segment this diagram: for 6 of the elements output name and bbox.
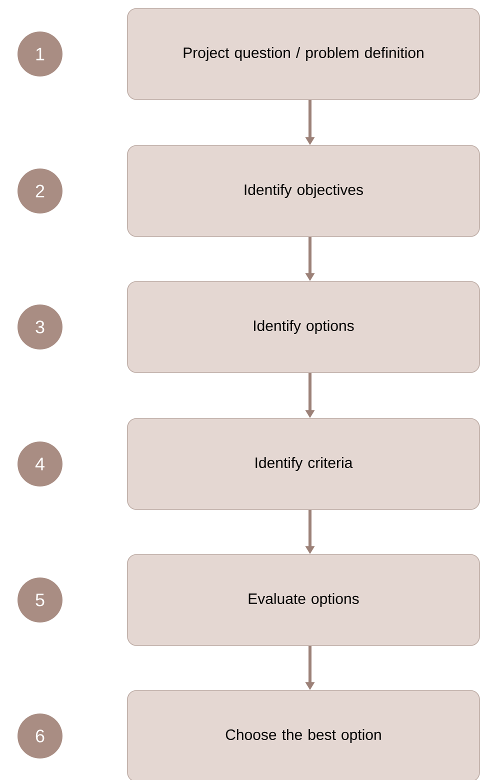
- process-box: Identify criteria: [127, 418, 480, 510]
- process-box: Project question / problem definition: [127, 8, 480, 100]
- process-box: Evaluate options: [127, 554, 480, 646]
- process-box: Identify options: [127, 281, 480, 373]
- process-box: Identify objectives: [127, 145, 480, 237]
- process-box: Choose the best option: [127, 690, 480, 780]
